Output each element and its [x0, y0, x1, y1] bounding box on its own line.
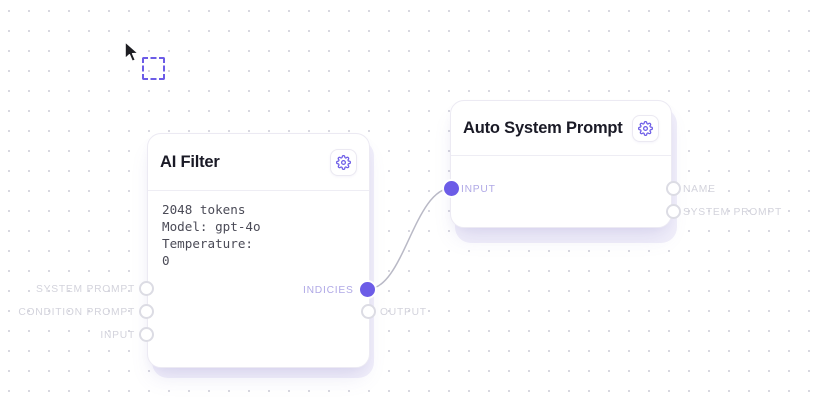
- port-label-auto-system-prompt: SYSTEM PROMPT: [683, 207, 782, 218]
- port-ai-filter-input-system-prompt[interactable]: [139, 281, 154, 296]
- port-auto-system-prompt-output-system-prompt[interactable]: [666, 204, 681, 219]
- port-label-indicies: INDICIES: [303, 285, 354, 296]
- port-label-name: NAME: [683, 184, 716, 195]
- port-label-system-prompt: SYSTEM PROMPT: [36, 284, 135, 295]
- port-label-output: OUTPUT: [380, 307, 427, 318]
- port-ai-filter-input-condition-prompt[interactable]: [139, 304, 154, 319]
- ai-filter-header: AI Filter: [148, 134, 369, 191]
- port-label-ai-filter-input: INPUT: [100, 330, 135, 341]
- auto-system-prompt-settings-button[interactable]: [632, 114, 659, 142]
- selection-marquee: [142, 57, 165, 80]
- gear-icon: [638, 120, 653, 136]
- port-ai-filter-output-indicies[interactable]: [360, 282, 375, 297]
- port-ai-filter-input-input[interactable]: [139, 327, 154, 342]
- ai-filter-title: AI Filter: [160, 152, 220, 171]
- mouse-cursor: [124, 41, 139, 62]
- port-label-auto-input: INPUT: [461, 184, 496, 195]
- node-ai-filter[interactable]: AI Filter 2048 tokens Model: gpt-4o Temp…: [147, 133, 370, 368]
- port-auto-system-prompt-input[interactable]: [444, 181, 459, 196]
- port-auto-system-prompt-output-name[interactable]: [666, 181, 681, 196]
- ai-filter-settings-button[interactable]: [330, 148, 357, 176]
- auto-system-prompt-body-text: [451, 156, 671, 176]
- edge-indicies-to-input: [367, 187, 453, 290]
- auto-system-prompt-title: Auto System Prompt: [463, 118, 623, 137]
- gear-icon: [336, 154, 351, 170]
- port-label-condition-prompt: CONDITION PROMPT: [18, 307, 135, 318]
- node-auto-system-prompt[interactable]: Auto System Prompt: [450, 100, 672, 228]
- ai-filter-body-text: 2048 tokens Model: gpt-4o Temperature: 0: [162, 202, 261, 268]
- port-ai-filter-output-output[interactable]: [361, 304, 376, 319]
- auto-system-prompt-header: Auto System Prompt: [451, 101, 671, 156]
